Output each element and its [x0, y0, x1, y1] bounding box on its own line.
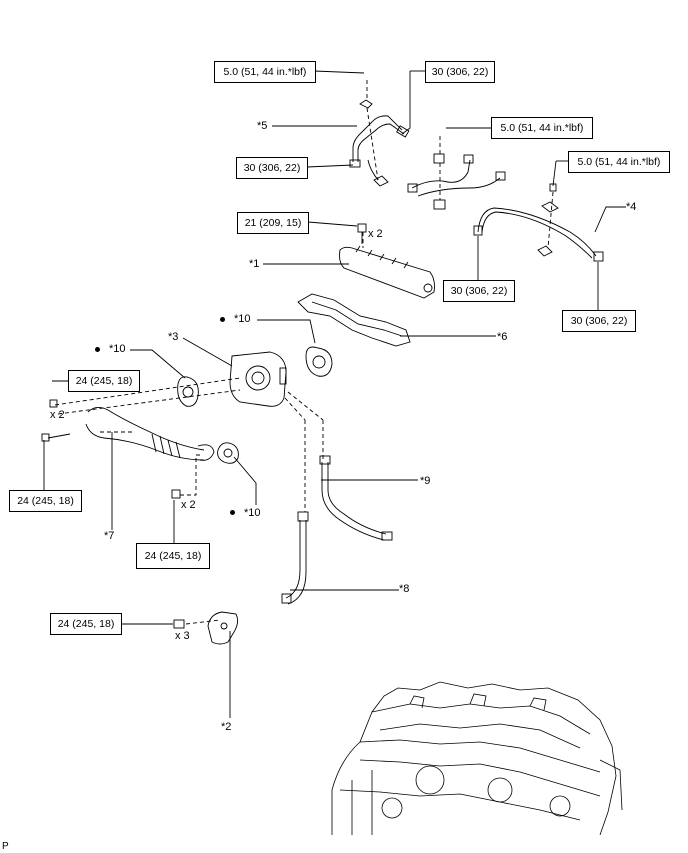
torque-spec-box: 30 (306, 22)	[562, 310, 636, 332]
torque-spec-box: 30 (306, 22)	[425, 61, 495, 83]
shield-6	[297, 293, 411, 347]
leader-lines	[43, 70, 626, 718]
quantity-label: x 2	[50, 409, 65, 421]
engine-sketch	[331, 681, 623, 836]
gasket-10-lower	[217, 442, 239, 464]
torque-spec-box: 30 (306, 22)	[443, 280, 515, 302]
bullet-marker	[230, 510, 235, 515]
part-label-8: *8	[399, 583, 410, 595]
bullet-marker	[95, 347, 100, 352]
fuel-rail-1	[339, 223, 435, 299]
part-label-3: *3	[168, 331, 179, 343]
hose-9	[319, 455, 393, 541]
torque-spec-box: 5.0 (51, 44 in.*lbf)	[491, 117, 593, 139]
torque-spec-box: 5.0 (51, 44 in.*lbf)	[214, 61, 316, 83]
fuel-pipe-mid	[407, 153, 506, 210]
gasket-10-upper	[305, 346, 333, 377]
gasket-10-left	[177, 376, 199, 407]
part-label-5: *5	[257, 120, 268, 132]
part-label-10: *10	[234, 313, 251, 325]
part-label-2: *2	[221, 721, 232, 733]
assembly-lines	[54, 80, 554, 625]
torque-spec-box: 30 (306, 22)	[236, 157, 308, 179]
quantity-label: x 2	[181, 499, 196, 511]
torque-spec-box: 24 (245, 18)	[9, 490, 82, 512]
part-label-1: *1	[249, 258, 260, 270]
fuel-pipe-5	[349, 99, 410, 187]
quantity-label: x 3	[175, 630, 190, 642]
egr-pipe-7	[41, 399, 215, 499]
part-label-6: *6	[497, 331, 508, 343]
torque-spec-box: 24 (245, 18)	[136, 543, 210, 569]
part-label-4: *4	[626, 201, 637, 213]
torque-spec-box: 24 (245, 18)	[68, 370, 140, 392]
part-label-10: *10	[109, 343, 126, 355]
fuel-pipe-4	[473, 183, 604, 262]
quantity-label: x 2	[368, 228, 383, 240]
part-label-9: *9	[420, 475, 431, 487]
torque-spec-box: 24 (245, 18)	[50, 613, 122, 635]
torque-spec-box: 21 (209, 15)	[237, 212, 309, 234]
torque-spec-box: 5.0 (51, 44 in.*lbf)	[568, 151, 670, 173]
egr-valve-3	[229, 351, 287, 407]
part-label-10: *10	[244, 507, 261, 519]
part-label-7: *7	[104, 530, 115, 542]
hose-8	[281, 511, 309, 605]
bullet-marker	[220, 317, 225, 322]
bracket-2	[173, 611, 239, 645]
figure-code: P	[2, 841, 9, 852]
